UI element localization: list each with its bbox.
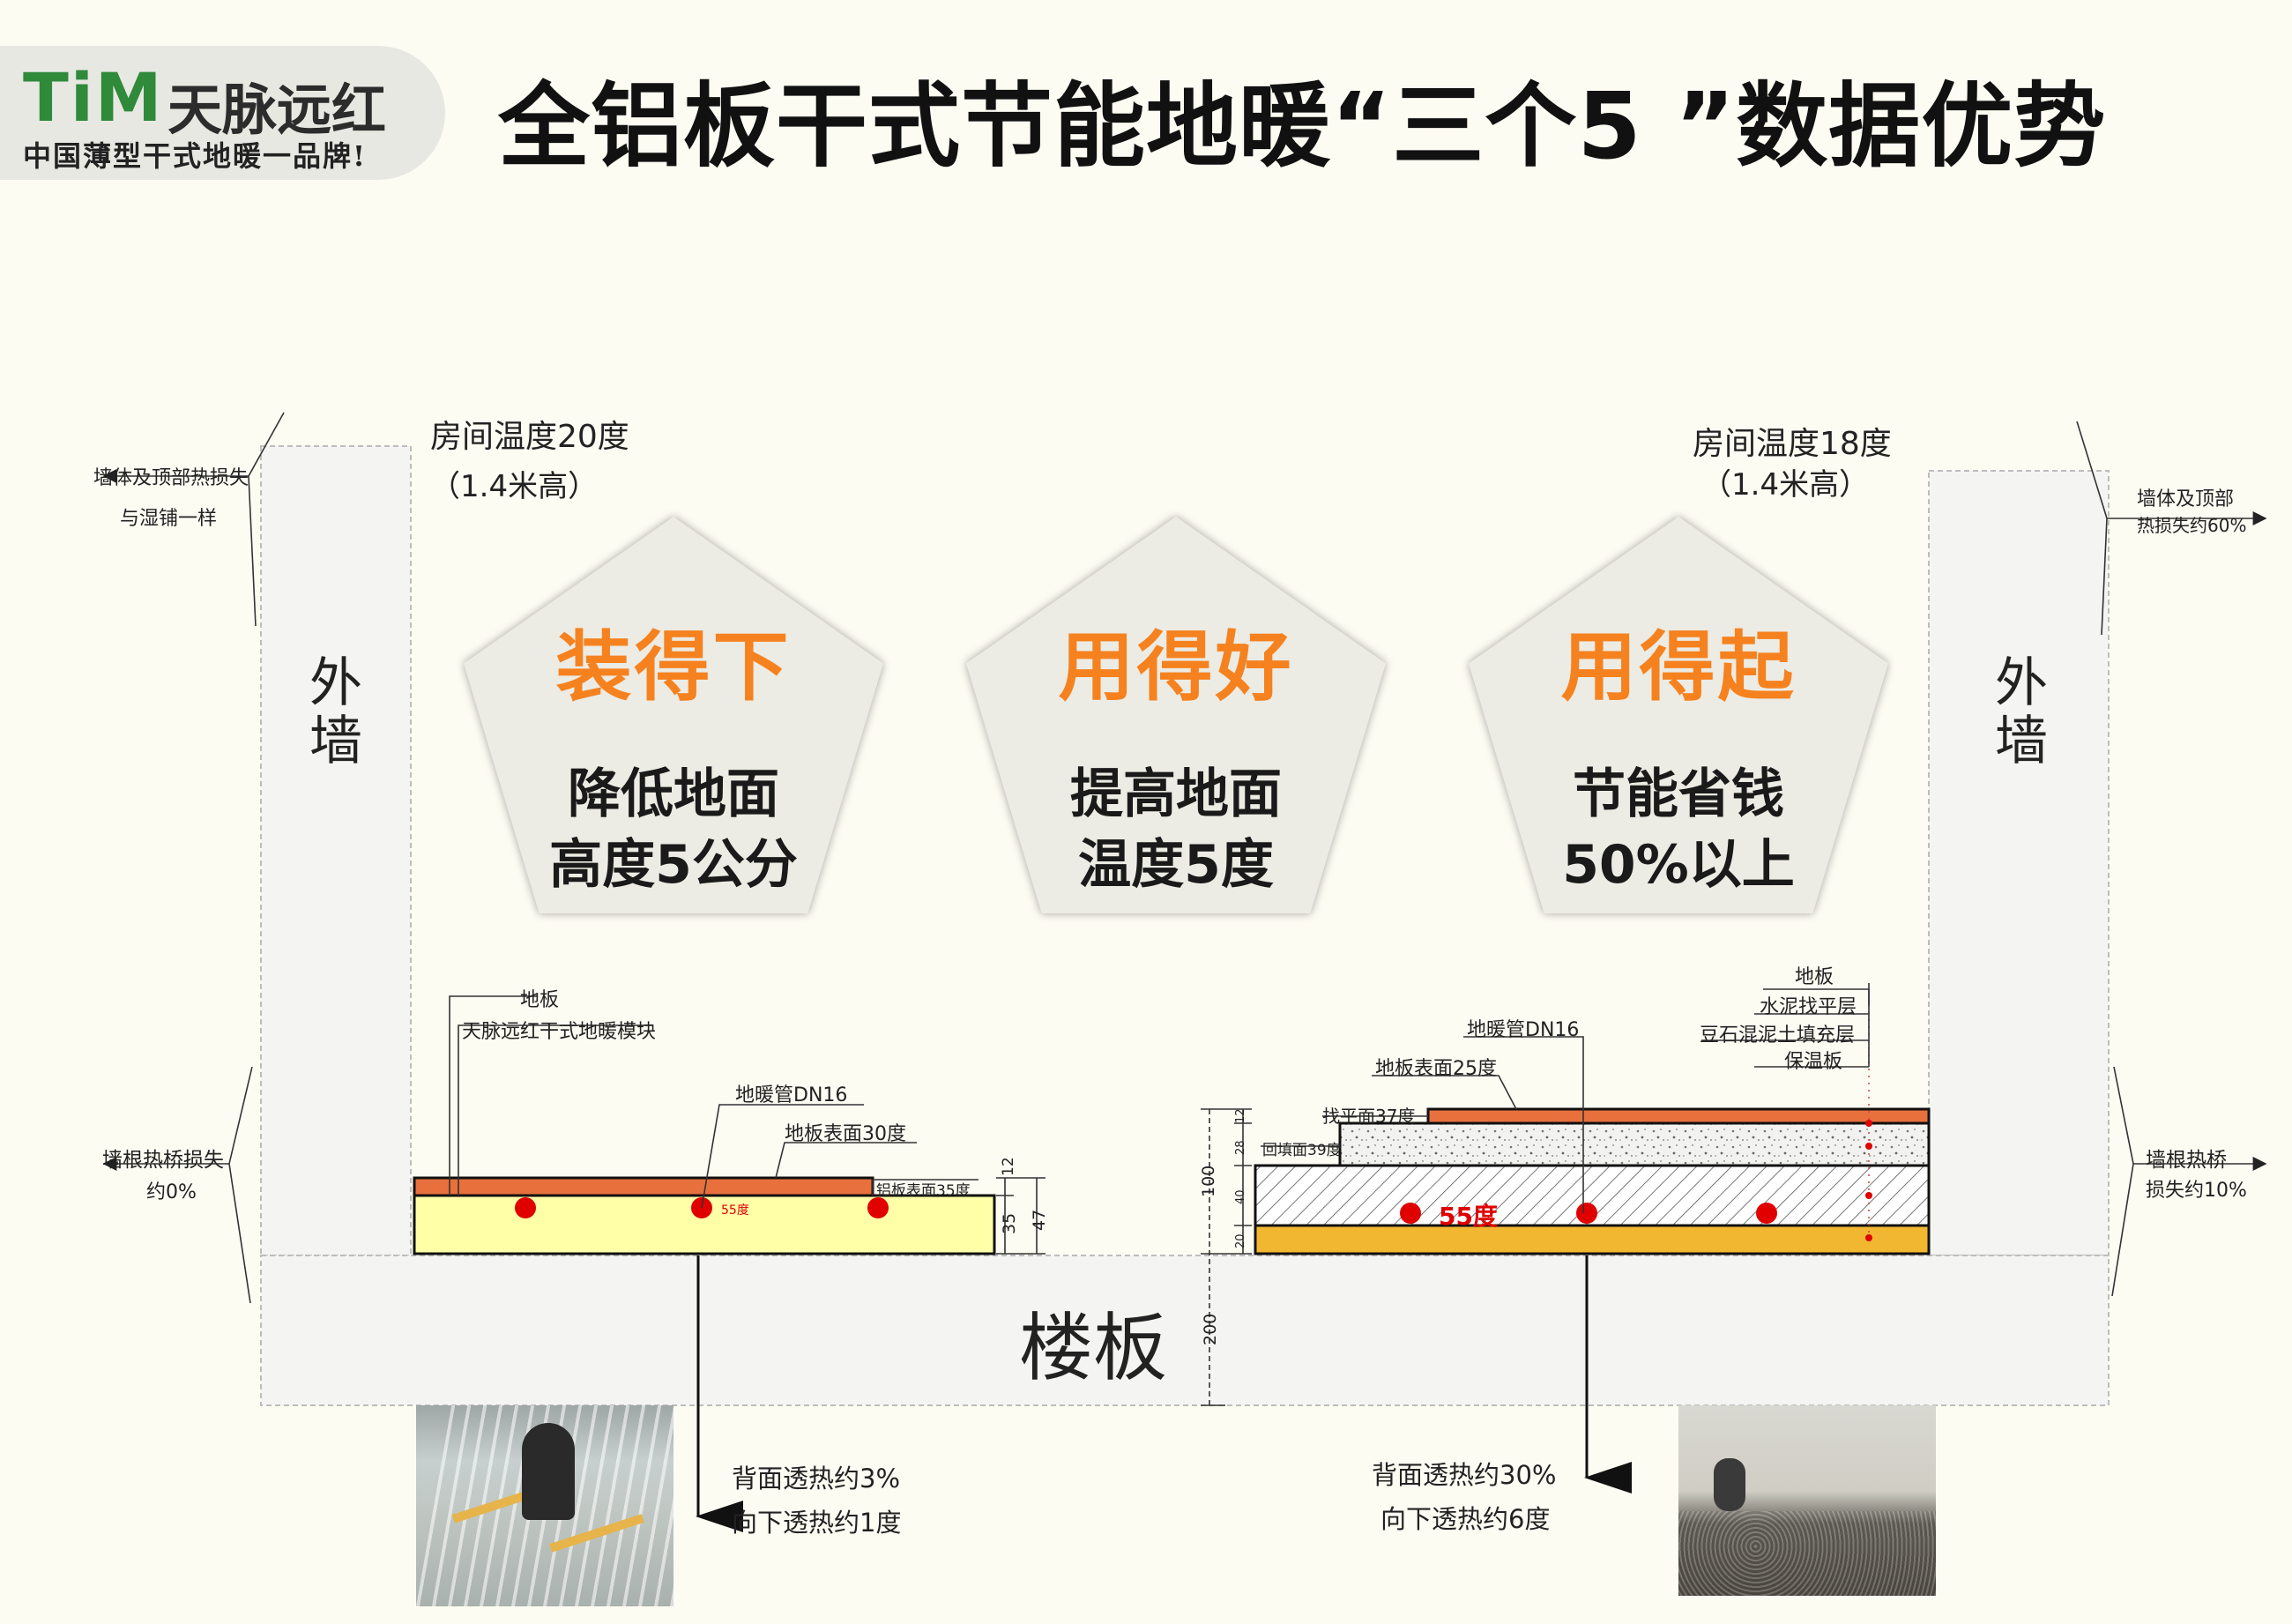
building-structure — [260, 445, 2110, 1406]
advantage-card-3: 用得起 节能省钱 50%以上 — [1469, 517, 1888, 913]
right-label-fill: 豆石混泥土填充层 — [1700, 1024, 1856, 1047]
right-dim-200: 200 — [1201, 1313, 1220, 1345]
right-root-loss-2: 损失约10% — [2146, 1180, 2247, 1202]
left-wall-loss-1: 墙体及顶部热损失 — [93, 467, 249, 489]
left-label-module: 天脉远红干式地暖模块 — [462, 1021, 657, 1043]
left-dim-47: 47 — [1030, 1209, 1049, 1231]
right-dim-28: 28 — [1234, 1140, 1247, 1155]
right-insulation-layer — [1254, 1224, 1931, 1255]
right-wet-system — [1201, 983, 1931, 1494]
advantage-heading: 用得好 — [1058, 623, 1294, 711]
left-root-loss-2: 约0% — [146, 1181, 197, 1203]
left-back-heat: 背面透热约3% — [732, 1464, 901, 1494]
right-wall-label: 外墙 — [1995, 652, 2048, 772]
side-loss-arrows — [102, 412, 2267, 1304]
left-room-height: （1.4米高） — [430, 469, 599, 504]
right-dim-12: 12 — [1234, 1108, 1247, 1123]
left-label-surface: 地板表面30度 — [785, 1123, 906, 1145]
right-screed-layer — [1338, 1121, 1931, 1167]
page-title: 全铝板干式节能地暖“三个5 ”数据优势 — [498, 72, 2107, 180]
advantage-line: 50%以上 — [1562, 834, 1795, 896]
right-pipe-1 — [1400, 1203, 1421, 1224]
left-label-pipe: 地暖管DN16 — [735, 1084, 848, 1106]
left-down-heat: 向下透热约1度 — [732, 1508, 902, 1538]
right-dim-20: 20 — [1234, 1233, 1247, 1248]
advantage-line: 温度5度 — [1078, 834, 1274, 896]
left-pipe-3 — [867, 1197, 889, 1218]
right-dim-40: 40 — [1234, 1189, 1247, 1204]
right-back-heat: 背面透热约30% — [1372, 1460, 1557, 1490]
right-dim-100: 100 — [1199, 1165, 1218, 1197]
right-label-screed: 水泥找平层 — [1760, 996, 1857, 1018]
left-dim-35: 35 — [1000, 1212, 1019, 1234]
right-down-heat: 向下透热约6度 — [1380, 1504, 1551, 1534]
left-label-floorboard: 地板 — [520, 989, 560, 1011]
brand-mark: TiM — [23, 58, 164, 137]
left-floorboard-layer — [413, 1176, 874, 1197]
left-wall-loss-2: 与湿铺一样 — [120, 508, 218, 530]
right-pipe-3 — [1756, 1203, 1777, 1224]
advantage-heading: 装得下 — [555, 623, 792, 711]
right-wall — [1928, 470, 2110, 1256]
left-room-temp: 房间温度20度 — [430, 419, 629, 455]
right-room-temp: 房间温度18度 — [1693, 426, 1892, 462]
right-label-level: 找平面37度 — [1322, 1106, 1416, 1127]
right-pipe-2 — [1576, 1203, 1597, 1224]
left-pipe-1 — [515, 1197, 536, 1218]
left-wall-label: 外墙 — [309, 652, 362, 772]
right-wall-loss-2: 热损失约60% — [2137, 515, 2247, 536]
advantage-line: 提高地面 — [1070, 764, 1282, 825]
advantage-line: 降低地面 — [568, 764, 779, 825]
floor-slab — [260, 1255, 2110, 1406]
right-pipe-temp: 55度 — [1439, 1202, 1498, 1231]
advantage-line: 节能省钱 — [1573, 764, 1784, 825]
advantage-card-2: 用得好 提高地面温度5度 — [966, 517, 1386, 913]
right-root-loss-1: 墙根热桥 — [2146, 1149, 2227, 1172]
dry-install-photo — [416, 1405, 673, 1606]
advantage-card-1: 装得下 降低地面高度5公分 — [464, 517, 883, 913]
left-wall — [260, 445, 412, 1256]
right-label-surface: 地板表面25度 — [1375, 1058, 1497, 1080]
right-floorboard-layer — [1426, 1107, 1931, 1125]
brand-name: 天脉远红 — [167, 78, 387, 142]
left-label-plate: 铝板表面35度 — [876, 1182, 971, 1200]
wet-install-photo — [1678, 1405, 1936, 1596]
advantage-heading: 用得起 — [1560, 623, 1797, 711]
left-dry-system — [413, 995, 1046, 1532]
right-wall-loss-1: 墙体及顶部 — [2137, 488, 2235, 510]
advantage-line: 高度5公分 — [549, 834, 798, 896]
right-label-backfill: 回填面39度 — [1262, 1142, 1342, 1159]
left-dim-12: 12 — [1000, 1157, 1017, 1176]
right-label-insulation: 保温板 — [1784, 1051, 1843, 1073]
brand-slogan: 中国薄型干式地暖一品牌! — [23, 139, 368, 173]
right-label-pipe: 地暖管DN16 — [1467, 1019, 1580, 1041]
left-pipe-temp: 55度 — [721, 1203, 749, 1218]
left-root-loss-1: 墙根热桥损失 — [102, 1149, 224, 1172]
right-room-height: （1.4米高） — [1701, 467, 1870, 503]
brand-logo: TiM 天脉远红 中国薄型干式地暖一品牌! — [0, 46, 445, 180]
right-label-floorboard: 地板 — [1795, 966, 1834, 988]
floor-slab-label: 楼板 — [1019, 1305, 1168, 1391]
